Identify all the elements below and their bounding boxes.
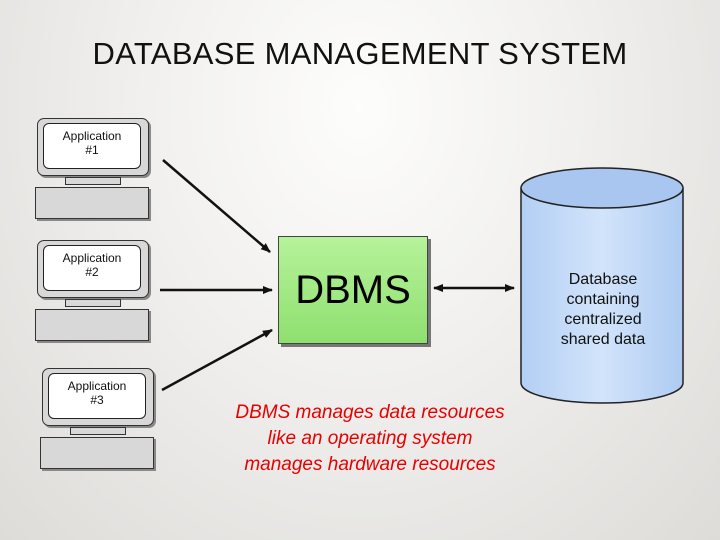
computer-icon: Application #3 [42, 368, 154, 426]
database-label-line: Database [568, 271, 638, 288]
application-1-number: #1 [85, 143, 99, 157]
application-3-computer: Application #3 [40, 368, 162, 478]
diagram-title: DATABASE MANAGEMENT SYSTEM [92, 36, 628, 71]
application-2-computer: Application #2 [35, 240, 157, 350]
application-1-screen: Application #1 [43, 123, 141, 169]
caption-line: DBMS manages data resources [235, 402, 505, 423]
application-2-number: #2 [85, 265, 99, 279]
application-1-label: Application [62, 129, 122, 143]
caption-line: manages hardware resources [244, 454, 496, 475]
computer-base [40, 437, 154, 469]
database-label-line: shared data [560, 331, 646, 348]
database-label-line: containing [566, 291, 640, 308]
computer-icon: Application #1 [37, 118, 149, 176]
computer-base [35, 187, 149, 219]
arrow-app3-to-dbms [161, 328, 273, 392]
computer-neck [70, 427, 126, 435]
dbms-label: DBMS [295, 267, 411, 312]
computer-neck [65, 299, 121, 307]
database-label-line: centralized [564, 311, 642, 328]
arrow-app1-to-dbms [162, 159, 271, 253]
dbms-box: DBMS [278, 236, 428, 344]
computer-neck [65, 177, 121, 185]
caption-line: like an operating system [267, 428, 473, 449]
database-label: Database containing centralized shared d… [536, 270, 670, 350]
application-2-label: Application [62, 251, 122, 265]
computer-icon: Application #2 [37, 240, 149, 298]
database-cylinder-icon [520, 167, 684, 404]
computer-base [35, 309, 149, 341]
application-1-computer: Application #1 [35, 118, 157, 228]
dbms-caption: DBMS manages data resources like an oper… [190, 400, 550, 478]
application-2-screen: Application #2 [43, 245, 141, 291]
application-3-label: Application [67, 379, 127, 393]
application-3-screen: Application #3 [48, 373, 146, 419]
application-3-number: #3 [90, 393, 104, 407]
